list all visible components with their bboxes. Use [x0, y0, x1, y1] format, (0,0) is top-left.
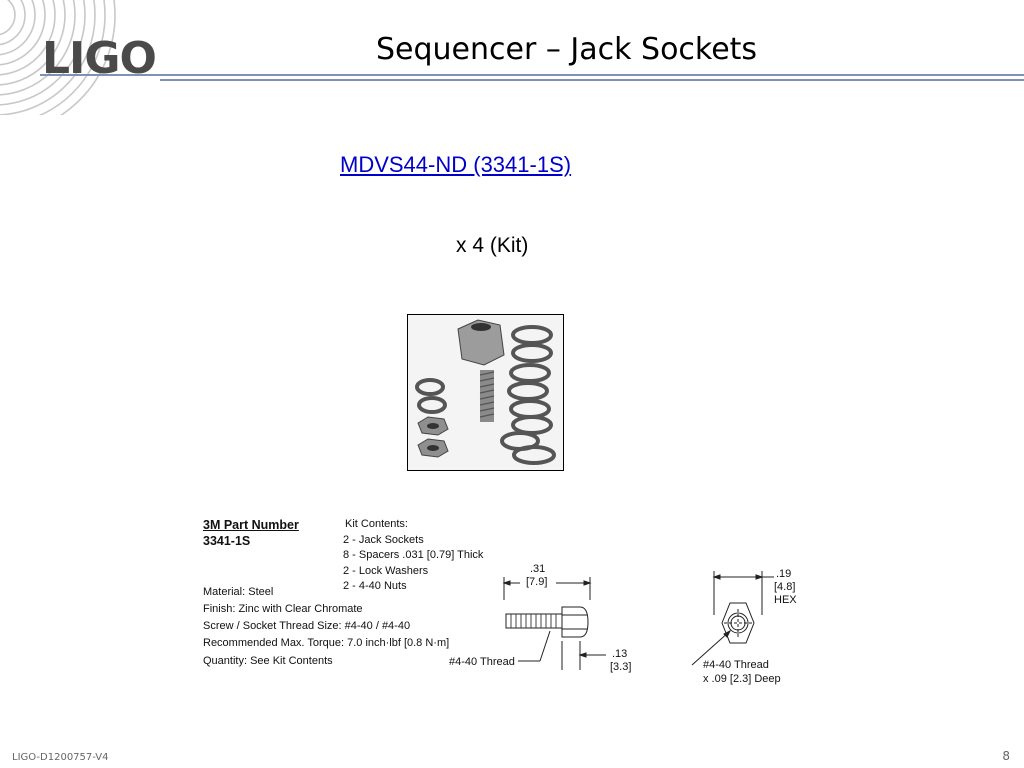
part-number-heading: 3M Part Number: [203, 518, 299, 532]
dim-flange-mm: [3.3]: [610, 661, 632, 673]
dim-hex-mm: [4.8]: [774, 581, 796, 593]
quantity-text: x 4 (Kit): [456, 234, 529, 257]
spec-material: Material: Steel: [203, 586, 274, 598]
dim-hex: .19: [776, 568, 792, 580]
document-id: LIGO-D1200757-V4: [12, 752, 109, 763]
page-number: 8: [1002, 749, 1010, 763]
dim-flange: .13: [612, 648, 628, 660]
dim-hex-label: HEX: [774, 594, 797, 606]
part-number-value: 3341-1S: [203, 534, 251, 548]
kit-contents-heading: Kit Contents:: [345, 518, 408, 530]
dim-length-mm: [7.9]: [526, 576, 548, 588]
product-photo: [407, 314, 564, 471]
dim-side-thread: #4-40 Thread: [449, 656, 515, 668]
title-divider: [40, 74, 1024, 76]
kit-item: 8 - Spacers .031 [0.79] Thick: [343, 549, 484, 561]
dim-end-depth: x .09 [2.3] Deep: [703, 673, 781, 685]
ligo-logo-arcs: [0, 0, 116, 115]
kit-item: 2 - 4-40 Nuts: [343, 580, 407, 592]
title-divider-secondary: [160, 79, 1024, 81]
spec-torque: Recommended Max. Torque: 7.0 inch·lbf [0…: [203, 637, 450, 649]
part-number-link[interactable]: MDVS44-ND (3341-1S): [340, 152, 572, 177]
slide-title: Sequencer – Jack Sockets: [376, 32, 758, 67]
technical-drawing: [502, 571, 774, 670]
kit-item: 2 - Jack Sockets: [343, 534, 424, 546]
dim-end-thread: #4-40 Thread: [703, 659, 769, 671]
ligo-logo: LIGO: [42, 33, 157, 84]
spec-thread-size: Screw / Socket Thread Size: #4-40 / #4-4…: [203, 620, 411, 632]
dim-length: .31: [530, 563, 546, 575]
spec-finish: Finish: Zinc with Clear Chromate: [203, 603, 363, 615]
kit-item: 2 - Lock Washers: [343, 565, 429, 577]
spec-quantity: Quantity: See Kit Contents: [203, 655, 333, 667]
